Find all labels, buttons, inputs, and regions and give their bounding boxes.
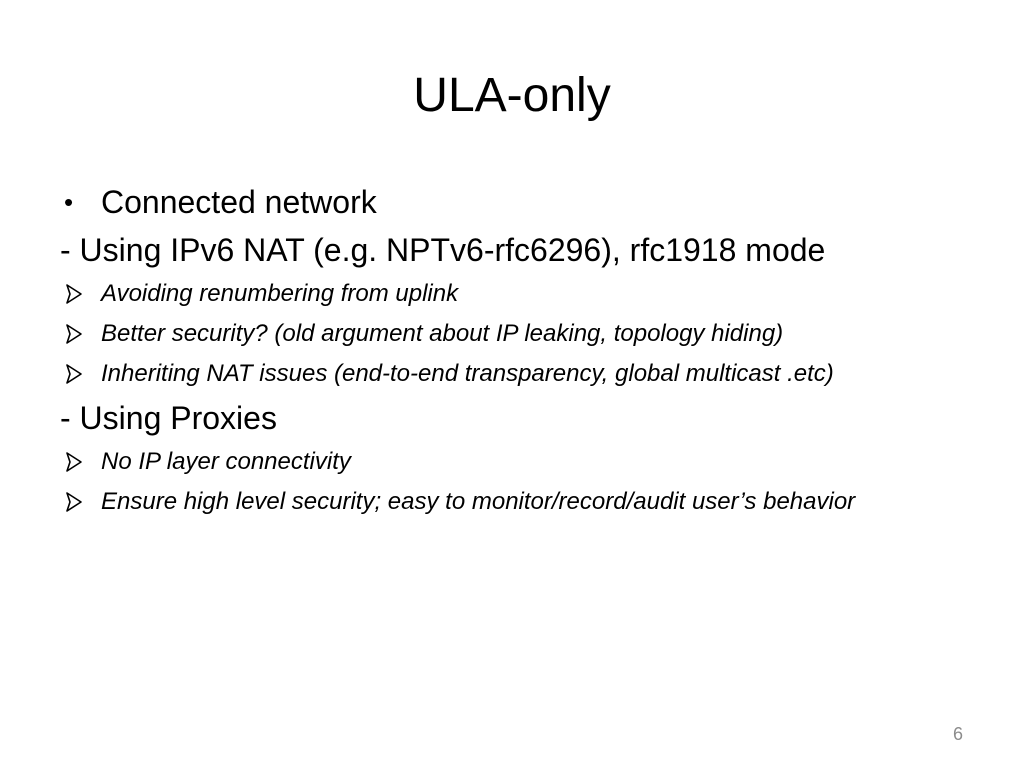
arrow-item: Inheriting NAT issues (end-to-end transp… [60,357,965,390]
arrow-item: Better security? (old argument about IP … [60,317,965,350]
arrow-icon [66,364,82,384]
arrow-text: No IP layer connectivity [101,448,351,475]
arrow-icon [66,492,82,512]
arrow-icon [66,324,82,344]
page-number: 6 [952,724,963,744]
arrow-item: No IP layer connectivity [60,445,965,478]
arrow-item: Ensure high level security; easy to moni… [60,485,965,518]
arrow-icon [66,284,82,304]
bullet-dot-icon: • [64,187,74,217]
slide-content: • Connected network - Using IPv6 NAT (e.… [60,180,965,518]
arrow-text: Better security? (old argument about IP … [101,320,784,347]
arrow-text: Ensure high level security; easy to moni… [101,488,856,515]
arrow-item: Avoiding renumbering from uplink [60,277,965,310]
bullet-text: Connected network [101,184,377,220]
dash-text: - Using Proxies [60,400,277,436]
slide-title: ULA-only [413,69,611,122]
bullet-item: • Connected network [60,180,965,224]
arrow-icon [66,452,82,472]
dash-text: - Using IPv6 NAT (e.g. NPTv6-rfc6296), r… [60,232,826,268]
arrow-text: Inheriting NAT issues (end-to-end transp… [101,360,834,387]
arrow-text: Avoiding renumbering from uplink [101,280,459,307]
dash-item: - Using IPv6 NAT (e.g. NPTv6-rfc6296), r… [60,229,965,272]
dash-item: - Using Proxies [60,397,965,440]
